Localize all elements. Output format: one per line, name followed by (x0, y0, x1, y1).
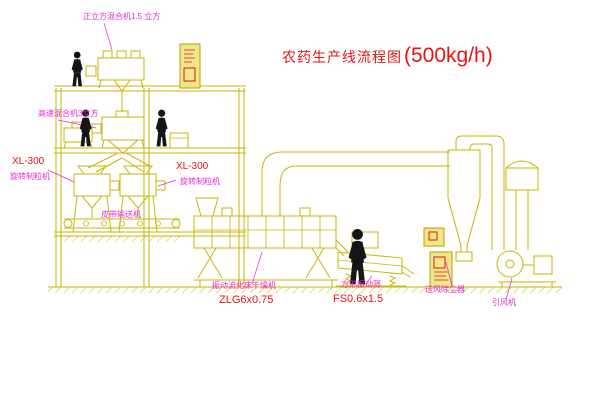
label-dust-collector: 送风除尘器 (425, 285, 465, 294)
mid-mixer (91, 110, 145, 154)
title-text: 农药生产线流程图 (282, 49, 402, 65)
vibrating-screen (336, 231, 415, 287)
diagram-title: 农药生产线流程图 (500kg/h) (282, 44, 493, 68)
induced-draft-fan (496, 250, 556, 287)
label-belt-conveyor: 皮带输送机 (101, 210, 141, 219)
label-dryer-model: ZLG6x0.75 (219, 294, 274, 306)
exhaust-duct (261, 151, 450, 216)
dust-collector-unit (423, 227, 453, 288)
granulator-right (118, 165, 166, 233)
label-granulator-right-name: 旋转制粒机 (180, 177, 220, 186)
label-granulator-left-model: XL-300 (12, 156, 45, 167)
worker-figure-floor-right (155, 109, 168, 147)
label-granulator-right-model: XL-300 (176, 161, 209, 172)
top-mixer (85, 50, 145, 112)
feed-box (169, 132, 189, 149)
building-frame (54, 85, 246, 287)
label-screen-name: 方形振动筛 (341, 280, 381, 289)
cyclone-outlet-duct (455, 135, 505, 250)
title-capacity: (500kg/h) (404, 44, 493, 67)
fluid-bed-dryer (193, 197, 349, 287)
label-mid-mixer: 高速混合机3立方 (38, 109, 99, 118)
belt-conveyor (63, 218, 181, 229)
label-top-mixer: 正立方混合机1.5 立方 (83, 12, 161, 21)
cabinet-label-marks (184, 49, 195, 63)
cabinet-label-marks (434, 271, 448, 281)
ground-line (48, 286, 562, 293)
worker-figure-roof (71, 51, 83, 87)
label-screen-model: FS0.6x1.5 (333, 293, 384, 305)
label-dryer-name: 振动流化床干燥机 (212, 281, 276, 290)
exhaust-stack (505, 160, 539, 250)
label-fan: 引风机 (492, 298, 516, 307)
worker-figure-screen (348, 229, 367, 285)
control-cabinet-upper (179, 43, 201, 89)
granulator-left (72, 165, 120, 233)
y-chute (87, 152, 151, 173)
label-granulator-left-name: 旋转制粒机 (10, 172, 50, 181)
platform-hatch (60, 236, 180, 242)
cyclone (447, 149, 481, 262)
